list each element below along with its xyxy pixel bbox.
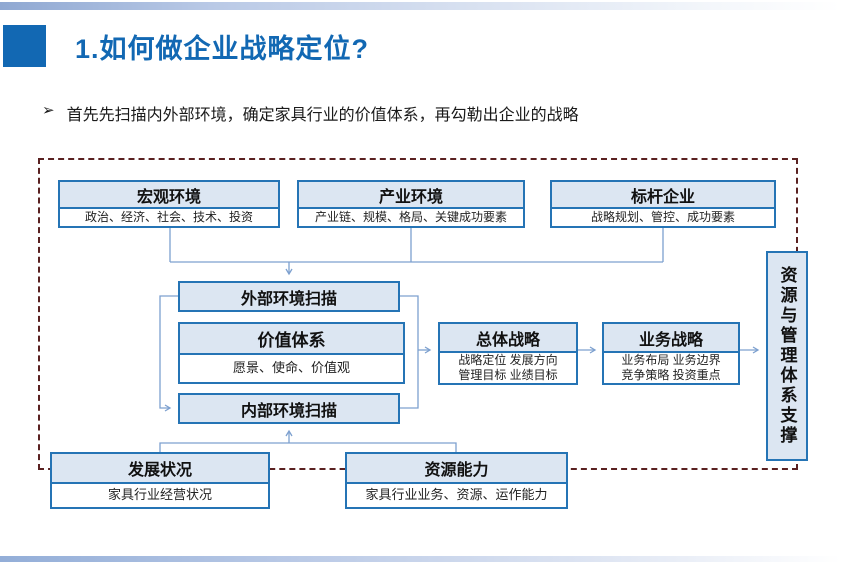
box-overall-strategy-line1: 战略定位 发展方向 [458,353,558,367]
box-overall-strategy: 总体战略 战略定位 发展方向 管理目标 业绩目标 [438,322,578,385]
box-overall-strategy-title: 总体战略 [440,324,576,353]
bottom-accent-bar [0,556,841,562]
title-accent-square [3,25,46,67]
box-resource-capability-title: 资源能力 [347,454,566,484]
box-business-strategy-line1: 业务布局 业务边界 [621,353,721,367]
bullet-text: 首先先扫描内外部环境，确定家具行业的价值体系，再勾勒出企业的战略 [66,107,579,124]
bullet-arrow-icon: ➢ [42,102,55,119]
box-development-status: 发展状况 家具行业经营状况 [50,452,270,509]
box-business-strategy: 业务战略 业务布局 业务边界 竞争策略 投资重点 [602,322,740,385]
box-value-system: 价值体系 愿景、使命、价值观 [178,322,405,384]
box-benchmark-enterprise-detail: 战略规划、管控、成功要素 [552,209,774,226]
box-development-status-title: 发展状况 [52,454,268,484]
box-value-system-title: 价值体系 [180,324,403,355]
top-accent-bar [0,2,841,10]
box-value-system-detail: 愿景、使命、价值观 [180,355,403,382]
box-macro-environment-title: 宏观环境 [60,182,278,209]
box-overall-strategy-line2: 管理目标 业绩目标 [458,368,558,382]
box-industry-environment-detail: 产业链、规模、格局、关键成功要素 [299,209,523,226]
box-benchmark-enterprise-title: 标杆企业 [552,182,774,209]
page-title: 1.如何做企业战略定位? [75,34,370,64]
box-benchmark-enterprise: 标杆企业 战略规划、管控、成功要素 [550,180,776,228]
box-resource-capability-detail: 家具行业业务、资源、运作能力 [347,484,566,507]
box-macro-environment-detail: 政治、经济、社会、技术、投资 [60,209,278,226]
box-industry-environment-title: 产业环境 [299,182,523,209]
box-industry-environment: 产业环境 产业链、规模、格局、关键成功要素 [297,180,525,228]
box-development-status-detail: 家具行业经营状况 [52,484,268,507]
box-resource-capability: 资源能力 家具行业业务、资源、运作能力 [345,452,568,509]
box-macro-environment: 宏观环境 政治、经济、社会、技术、投资 [58,180,280,228]
box-internal-scan: 内部环境扫描 [178,393,400,424]
box-resource-management-support: 资源与管理体系支撑 [766,251,808,461]
box-resource-management-support-label: 资源与管理体系支撑 [777,266,797,446]
box-external-scan: 外部环境扫描 [178,281,400,312]
box-business-strategy-title: 业务战略 [604,324,738,353]
bullet-row: ➢ 首先先扫描内外部环境，确定家具行业的价值体系，再勾勒出企业的战略 [42,101,579,125]
box-business-strategy-line2: 竞争策略 投资重点 [621,368,721,382]
